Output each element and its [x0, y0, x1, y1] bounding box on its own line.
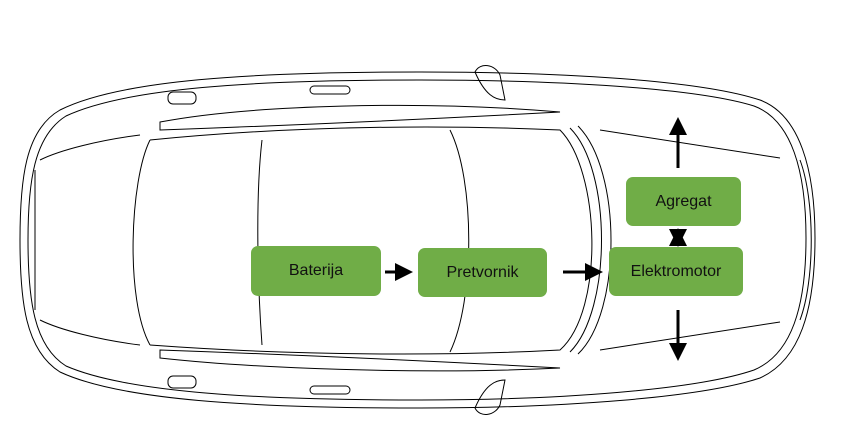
node-baterija: Baterija [251, 246, 381, 296]
node-agregat: Agregat [626, 177, 741, 226]
node-pretvornik: Pretvornik [418, 248, 547, 297]
node-elektromotor: Elektromotor [609, 247, 743, 296]
node-label: Elektromotor [630, 262, 722, 280]
node-label: Baterija [288, 262, 344, 279]
node-label: Pretvornik [446, 263, 519, 281]
node-label: Agregat [655, 192, 712, 210]
